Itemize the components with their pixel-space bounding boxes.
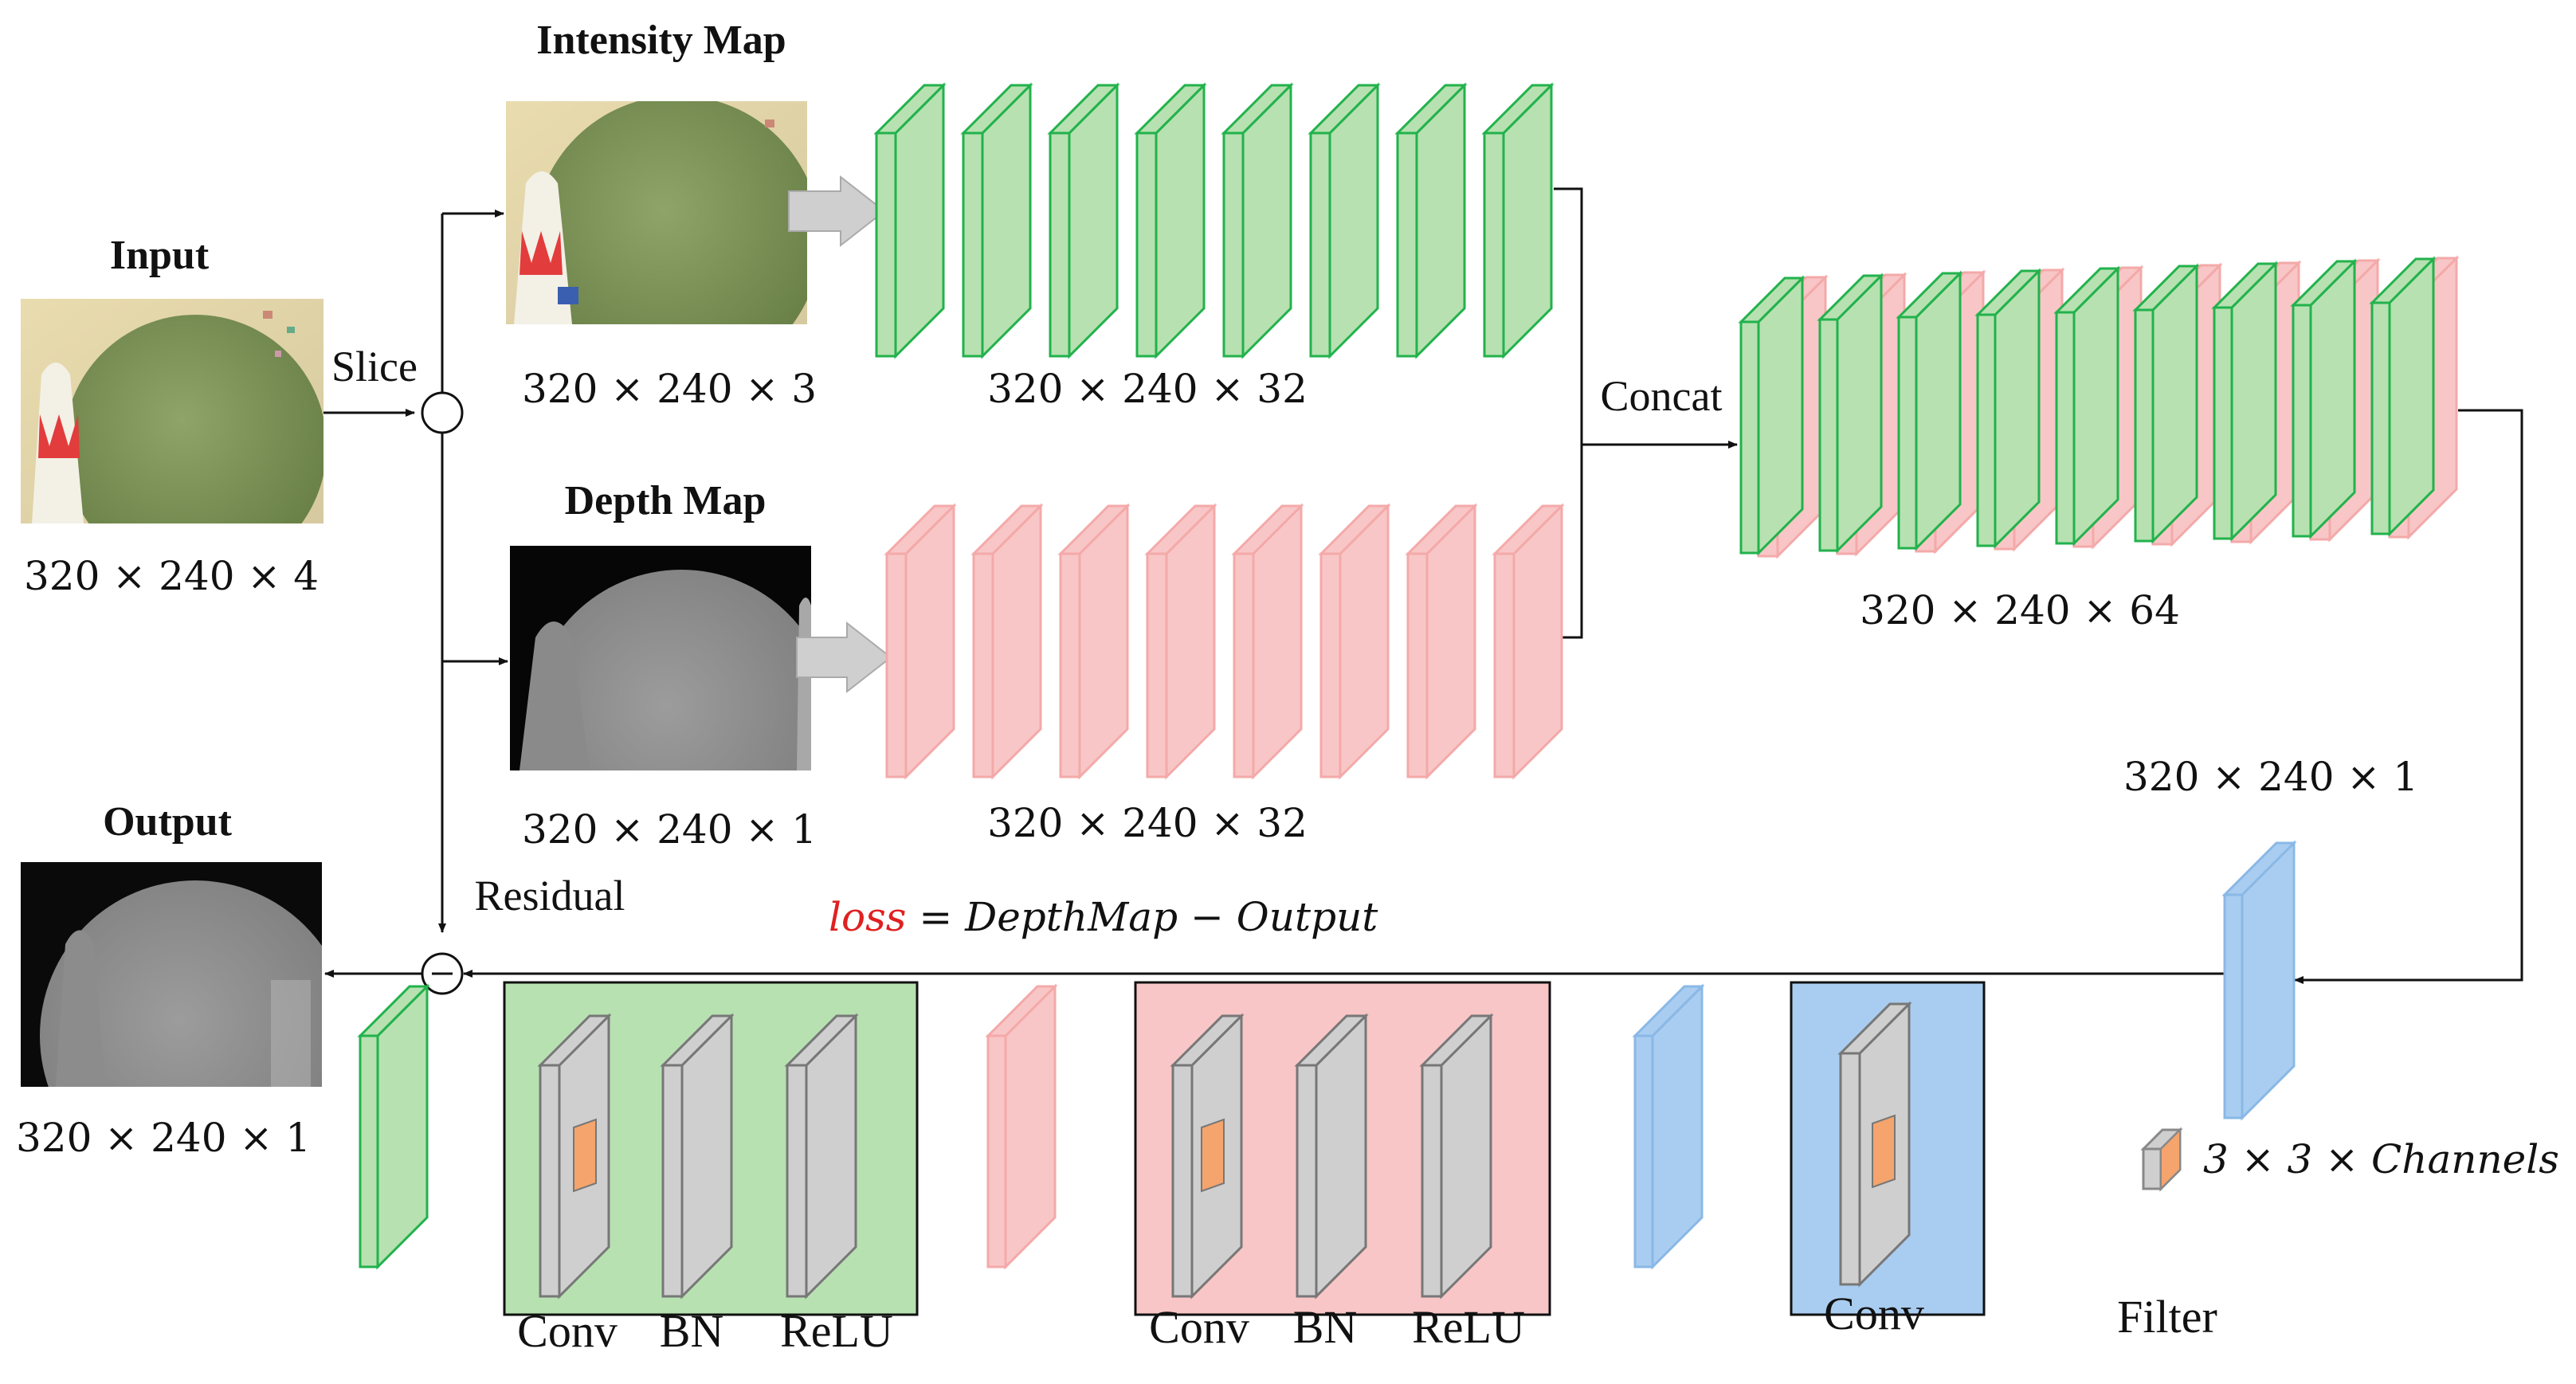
pink-stack-dim: 320 × 240 × 32 — [987, 800, 1308, 846]
green-feature-slab — [1134, 82, 1207, 359]
pink-feature-slab — [1057, 503, 1131, 780]
concat-green-slab — [1974, 268, 2042, 549]
pink-feature-slab — [1405, 503, 1478, 780]
pink-feature-slab — [884, 503, 957, 780]
green-block-layers — [537, 1013, 859, 1300]
output-title: Output — [103, 799, 233, 845]
final-output-layer — [2221, 840, 2297, 1121]
green-box-conv-label: Conv — [517, 1305, 618, 1357]
relu-slab — [784, 1013, 859, 1300]
slice-node — [421, 391, 464, 434]
concat-green-slab — [1738, 275, 1806, 556]
depth-dim: 320 × 240 × 1 — [522, 806, 817, 853]
loss-rest: = DepthMap − Output — [906, 894, 1378, 940]
blue-box-conv-label: Conv — [1824, 1288, 1924, 1339]
filter-dim: 3 × 3 × Channels — [2203, 1136, 2559, 1182]
pink-feature-slab — [1318, 503, 1391, 780]
green-feature-slab — [873, 82, 947, 359]
pink-box-conv-label: Conv — [1149, 1301, 1249, 1353]
concat-bracket — [1554, 187, 1583, 639]
pink-feature-slab — [1492, 503, 1565, 780]
concat-green-slab — [1896, 270, 1963, 551]
blue-layer-dim: 320 × 240 × 1 — [2123, 754, 2418, 800]
input-title: Input — [110, 233, 210, 278]
intensity-feature-stack — [873, 82, 1555, 359]
pink-feature-slab — [970, 503, 1044, 780]
concat-green-slab — [2211, 261, 2279, 542]
concat-feature-stack — [1738, 255, 2460, 559]
residual-label: Residual — [475, 872, 625, 919]
slice-label: Slice — [331, 343, 418, 390]
legend-green-slab — [357, 983, 430, 1270]
filter-patch-icon — [1872, 1114, 1896, 1189]
to-final-conv-arrow — [2294, 409, 2523, 984]
intensity-map-title: Intensity Map — [536, 18, 786, 63]
green-feature-slab — [1394, 82, 1468, 359]
filter-patch-icon — [573, 1118, 597, 1193]
concat-label: Concat — [1601, 372, 1723, 420]
pink-feature-slab — [1144, 503, 1217, 780]
green-box-relu-label: ReLU — [780, 1305, 893, 1357]
concat-green-slab — [1817, 272, 1884, 554]
concat-green-slab — [2369, 256, 2437, 537]
concat-green-slab — [2053, 265, 2121, 547]
pink-feature-slab — [1231, 503, 1304, 780]
green-feature-slab — [1308, 82, 1381, 359]
green-feature-slab — [1481, 82, 1555, 359]
green-feature-slab — [1221, 82, 1294, 359]
relu-slab — [1419, 1013, 1494, 1300]
loss-formula: loss = DepthMap − Output — [829, 894, 1378, 940]
pink-box-bn-label: BN — [1293, 1301, 1358, 1353]
bn-slab — [1294, 1013, 1369, 1300]
filter-label: Filter — [2117, 1291, 2217, 1343]
concat-green-slab — [2132, 263, 2200, 544]
legend-pink-slab — [985, 983, 1058, 1270]
blue-block-layers — [1837, 1001, 1912, 1288]
green-feature-slab — [960, 82, 1033, 359]
pink-block-layers — [1170, 1013, 1494, 1300]
intensity-map-image — [506, 101, 807, 324]
concat-green-slab — [2290, 258, 2358, 539]
pink-box-relu-label: ReLU — [1412, 1301, 1525, 1353]
output-image — [21, 862, 322, 1087]
legend-blue-slab — [1632, 983, 1705, 1270]
bn-slab — [660, 1013, 735, 1300]
green-stack-dim: 320 × 240 × 32 — [987, 366, 1308, 412]
loss-word: loss — [829, 894, 906, 940]
filter-cube-orange — [2160, 1127, 2181, 1191]
input-dim: 320 × 240 × 4 — [24, 553, 319, 599]
depth-map-image — [510, 546, 811, 770]
blue-output-slab — [2221, 840, 2297, 1121]
depth-map-title: Depth Map — [565, 478, 767, 523]
depth-feature-stack — [884, 503, 1565, 780]
intensity-flow-arrow — [788, 174, 886, 248]
depth-flow-arrow — [796, 621, 892, 694]
concat-stack-dim: 320 × 240 × 64 — [1860, 587, 2180, 633]
filter-cube-icon — [2140, 1127, 2183, 1192]
green-box-bn-label: BN — [660, 1305, 724, 1357]
legend-layers — [357, 983, 1705, 1270]
green-feature-slab — [1047, 82, 1120, 359]
input-image — [21, 299, 323, 523]
output-dim: 320 × 240 × 1 — [16, 1115, 311, 1161]
intensity-dim: 320 × 240 × 3 — [522, 366, 817, 412]
filter-patch-icon — [1201, 1118, 1225, 1193]
